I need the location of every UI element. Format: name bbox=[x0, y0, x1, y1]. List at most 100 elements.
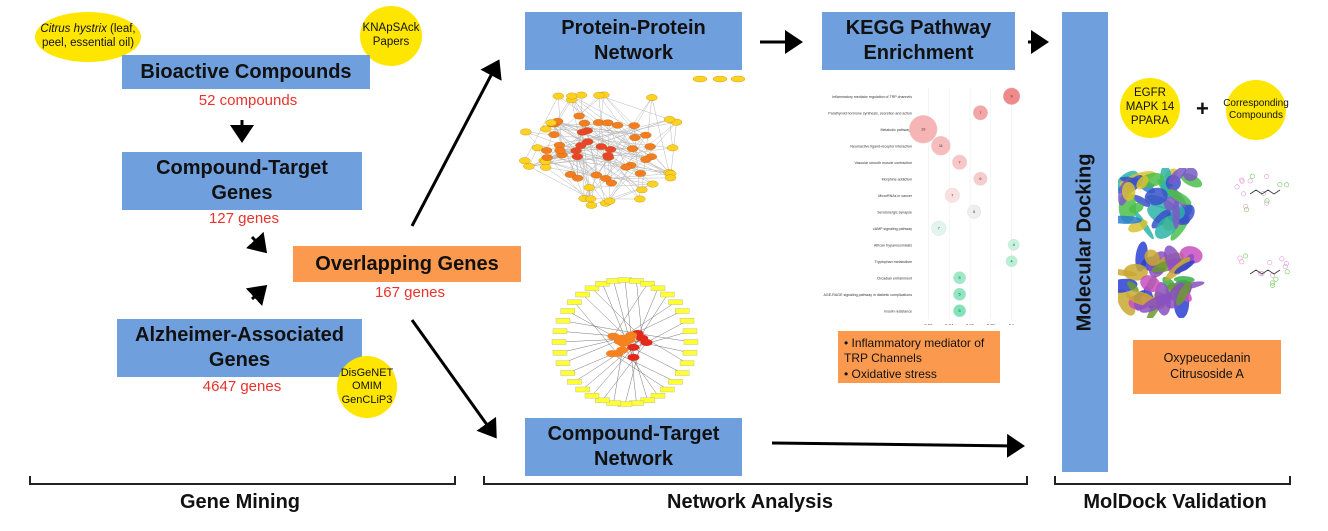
molecular-docking-box: Molecular Docking bbox=[1062, 12, 1108, 472]
ppi-node bbox=[575, 91, 588, 99]
ppi-node bbox=[640, 156, 652, 163]
kegg-pathway-label: Parathyroid hormone synthesis, secretion… bbox=[828, 111, 912, 115]
ppi-node bbox=[667, 144, 679, 152]
interaction-node bbox=[1243, 207, 1249, 213]
ppi-node bbox=[583, 184, 595, 191]
ppi-node bbox=[604, 146, 617, 153]
kegg-dot-count: 19 bbox=[921, 128, 925, 132]
ct-compound-node bbox=[640, 281, 655, 287]
ppi-node bbox=[663, 116, 676, 123]
kegg-x-tick: 0.08 bbox=[987, 323, 996, 325]
kegg-dot bbox=[952, 154, 968, 170]
section-gene-mining: Gene Mining bbox=[180, 491, 300, 513]
compound-count: 52 compounds bbox=[198, 92, 298, 109]
ppi-node bbox=[605, 179, 618, 187]
ct-compound-node bbox=[555, 360, 571, 366]
kegg-dot bbox=[972, 105, 988, 121]
interaction-node bbox=[1259, 271, 1265, 277]
ct-compound-node bbox=[575, 386, 590, 393]
ppi-node bbox=[523, 162, 535, 170]
ppi-node bbox=[593, 92, 605, 99]
kegg-pathway-label: African trypanosomiasis bbox=[874, 243, 912, 247]
kegg-pathway-label: MicroRNAs in cancer bbox=[878, 194, 913, 198]
ct-compound-node bbox=[668, 379, 683, 385]
ppi-node bbox=[566, 92, 578, 100]
kegg-dot bbox=[953, 304, 967, 318]
interaction-node bbox=[1264, 200, 1270, 206]
overlap-count: 167 genes bbox=[374, 284, 446, 301]
bracket-moldock bbox=[1054, 476, 1291, 485]
ppi-node bbox=[540, 147, 553, 154]
ppi-node bbox=[626, 145, 639, 153]
interaction-node bbox=[1243, 253, 1249, 259]
alzheimer-count: 4647 genes bbox=[202, 378, 282, 395]
protein-ribbon bbox=[1127, 281, 1139, 293]
ct-compound-node bbox=[584, 285, 600, 291]
ct-compound-node bbox=[560, 370, 575, 376]
plus-sign: + bbox=[1196, 96, 1209, 121]
kegg-dot bbox=[953, 271, 967, 285]
kegg-dot bbox=[953, 287, 967, 301]
ct-compound-node bbox=[595, 281, 610, 287]
source-bubble: Citrus hystrix (leaf, peel, essential oi… bbox=[35, 12, 141, 62]
ppi-network-image bbox=[519, 75, 745, 209]
protein-ribbon bbox=[1167, 189, 1192, 206]
ppi-node bbox=[595, 143, 607, 150]
kegg-pathway-label: Vascular smooth muscle contraction bbox=[855, 161, 912, 165]
kegg-x-tick: 0.04 bbox=[945, 323, 954, 325]
protein-ribbon bbox=[1129, 202, 1144, 214]
kegg-pathway-label: Metabolic pathways bbox=[880, 128, 912, 132]
section-network-analysis: Network Analysis bbox=[667, 491, 833, 513]
kegg-dot-plot: 0.020.040.060.080.1Inflammatory mediator… bbox=[824, 87, 1021, 325]
compound-target-network-image bbox=[551, 277, 699, 407]
ppi-node bbox=[647, 180, 659, 188]
ppi-node bbox=[541, 154, 553, 161]
ct-target-node bbox=[615, 334, 628, 342]
kegg-x-tick: 0.1 bbox=[1009, 323, 1015, 325]
interaction-node bbox=[1264, 174, 1270, 180]
interaction-node bbox=[1277, 182, 1283, 188]
ct-compound-node bbox=[595, 397, 610, 403]
ppi-node bbox=[585, 195, 597, 203]
kegg-dot bbox=[909, 115, 938, 144]
ppi-node bbox=[628, 122, 640, 130]
ppi-node bbox=[540, 125, 552, 133]
ppi-node bbox=[640, 131, 652, 139]
ppi-node bbox=[602, 152, 614, 159]
kegg-dot-count: 11 bbox=[939, 144, 943, 148]
kegg-dot bbox=[1005, 255, 1018, 268]
ppi-node bbox=[664, 174, 677, 182]
kegg-dot-count: 7 bbox=[938, 227, 940, 231]
ct-compound-node bbox=[682, 328, 698, 334]
ppi-node bbox=[572, 174, 584, 182]
kegg-pathway-label: Insulin resistance bbox=[884, 309, 912, 313]
ppi-node bbox=[582, 138, 594, 146]
kegg-pathway-label: Morphine addiction bbox=[882, 177, 912, 181]
ppi-node bbox=[620, 163, 632, 171]
kegg-dot-count: 4 bbox=[1013, 243, 1015, 247]
ct-compound-node bbox=[650, 285, 666, 291]
bioactive-compounds-box: Bioactive Compounds bbox=[122, 55, 370, 89]
interaction-node bbox=[1247, 178, 1253, 184]
arrow-alzheimer-to-overlap bbox=[245, 284, 268, 306]
ppi-node bbox=[564, 171, 577, 178]
interaction-node bbox=[1279, 256, 1285, 262]
kegg-dot-count: 7 bbox=[979, 111, 981, 115]
ppi-node bbox=[730, 75, 745, 83]
ppi-node bbox=[548, 131, 560, 138]
ppi-node bbox=[590, 171, 603, 179]
ppi-node bbox=[573, 112, 585, 120]
interaction-node bbox=[1269, 280, 1275, 286]
protein-ribbon bbox=[1144, 249, 1160, 266]
ppi-node bbox=[585, 201, 598, 209]
protein-ribbon bbox=[1121, 182, 1136, 201]
protein-ribbon bbox=[1174, 260, 1195, 274]
kegg-dot-count: 4 bbox=[1011, 260, 1013, 264]
kegg-dot bbox=[931, 220, 947, 236]
